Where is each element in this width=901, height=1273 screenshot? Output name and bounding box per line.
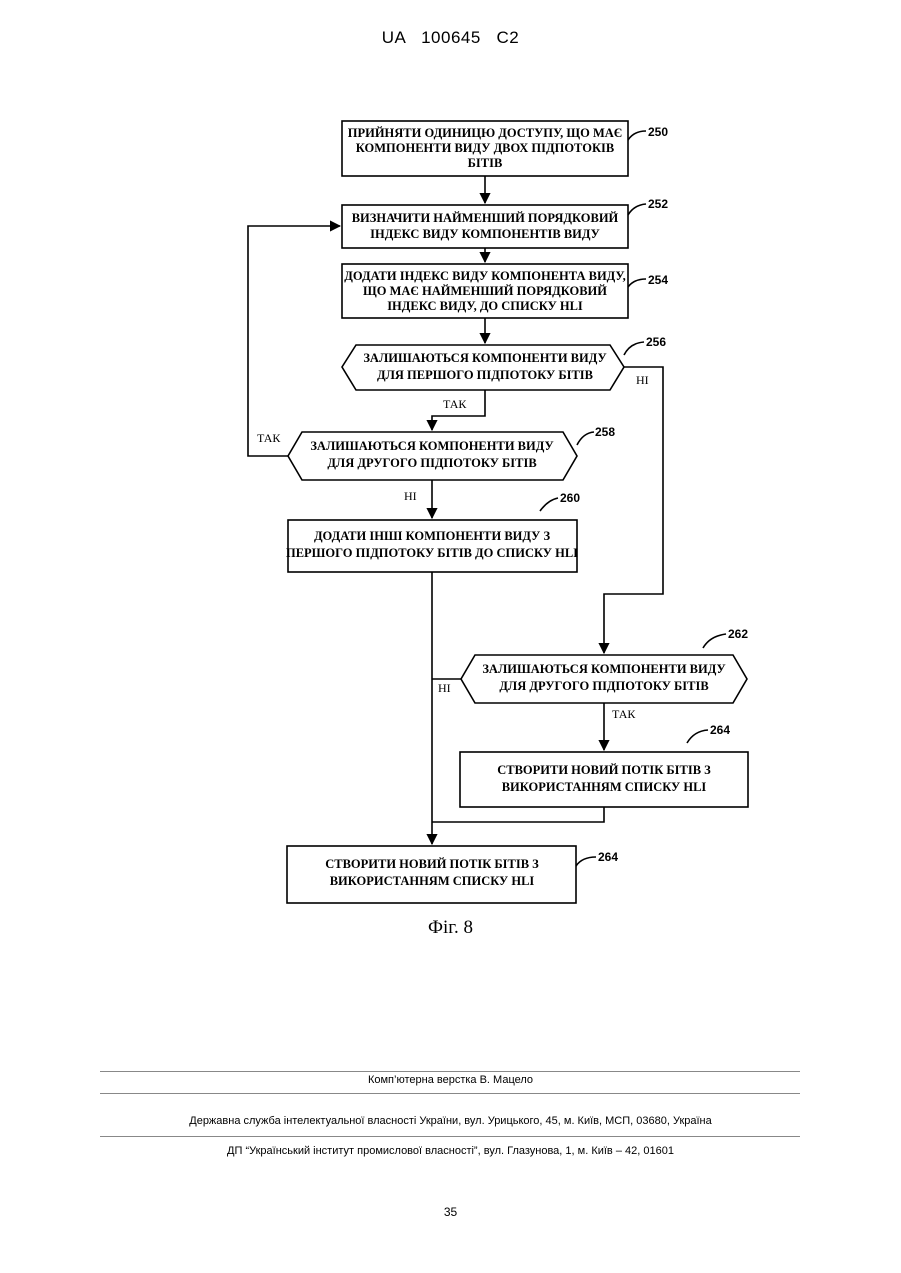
figure-caption: Фіг. 8 (0, 917, 901, 939)
step-258-line-1: ЗАЛИШАЮТЬСЯ КОМПОНЕНТИ ВИДУ (310, 439, 553, 453)
flowchart: ПРИЙНЯТИ ОДИНИЦЮ ДОСТУПУ, ЩО МАЄ КОМПОНЕ… (0, 0, 901, 960)
step-256-line-1: ЗАЛИШАЮТЬСЯ КОМПОНЕНТИ ВИДУ (363, 351, 606, 365)
footer-divider-2 (100, 1093, 800, 1094)
ref-256: 256 (646, 335, 666, 349)
ref-264-right: 264 (710, 723, 730, 737)
footer-divider-3 (100, 1136, 800, 1137)
step-264-right-line-1: СТВОРИТИ НОВИЙ ПОТІК БІТІВ З (497, 763, 711, 777)
ref-262: 262 (728, 627, 748, 641)
step-256-line-2: ДЛЯ ПЕРШОГО ПІДПОТОКУ БІТІВ (377, 368, 593, 382)
step-250-line-1: ПРИЙНЯТИ ОДИНИЦЮ ДОСТУПУ, ЩО МАЄ (348, 126, 623, 140)
institute-address: ДП “Український інститут промислової вла… (0, 1145, 901, 1157)
ref-252: 252 (648, 197, 668, 211)
step-254-line-2: ЩО МАЄ НАЙМЕНШИЙ ПОРЯДКОВИЙ (363, 284, 607, 298)
step-262-line-1: ЗАЛИШАЮТЬСЯ КОМПОНЕНТИ ВИДУ (482, 662, 725, 676)
step-254-line-3: ІНДЕКС ВИДУ, ДО СПИСКУ HLI (387, 299, 583, 313)
agency-address: Державна служба інтелектуальної власност… (0, 1115, 901, 1127)
step-260-line-1: ДОДАТИ ІНШІ КОМПОНЕНТИ ВИДУ З (314, 529, 551, 543)
ref-264-bottom: 264 (598, 850, 618, 864)
branch-258-yes-label: ТАК (257, 431, 281, 445)
ref-260: 260 (560, 491, 580, 505)
step-252-line-2: ІНДЕКС ВИДУ КОМПОНЕНТІВ ВИДУ (370, 227, 600, 241)
step-262-line-2: ДЛЯ ДРУГОГО ПІДПОТОКУ БІТІВ (499, 679, 708, 693)
flow-connectors (248, 131, 726, 866)
ref-250: 250 (648, 125, 668, 139)
step-252-line-1: ВИЗНАЧИТИ НАЙМЕНШИЙ ПОРЯДКОВИЙ (352, 211, 619, 225)
page-number: 35 (0, 1205, 901, 1219)
step-258-line-2: ДЛЯ ДРУГОГО ПІДПОТОКУ БІТІВ (327, 456, 536, 470)
branch-258-no-label: НІ (404, 489, 417, 503)
step-250-line-2: КОМПОНЕНТИ ВИДУ ДВОХ ПІДПОТОКІВ (356, 141, 614, 155)
step-260-line-2: ПЕРШОГО ПІДПОТОКУ БІТІВ ДО СПИСКУ HLI (286, 546, 578, 560)
step-264-bottom-line-1: СТВОРИТИ НОВИЙ ПОТІК БІТІВ З (325, 857, 539, 871)
step-264-bottom-line-2: ВИКОРИСТАННЯМ СПИСКУ HLI (330, 874, 535, 888)
branch-256-no-label: НІ (636, 373, 649, 387)
footer-divider-1 (100, 1071, 800, 1072)
step-264-right-line-2: ВИКОРИСТАННЯМ СПИСКУ HLI (502, 780, 707, 794)
step-250-line-3: БІТІВ (468, 156, 503, 170)
step-254-line-1: ДОДАТИ ІНДЕКС ВИДУ КОМПОНЕНТА ВИДУ, (344, 269, 625, 283)
branch-262-no-label: НІ (438, 681, 451, 695)
layout-credit: Комп’ютерна верстка В. Мацело (0, 1074, 901, 1086)
ref-254: 254 (648, 273, 668, 287)
branch-256-yes-label: ТАК (443, 397, 467, 411)
branch-262-yes-label: ТАК (612, 707, 636, 721)
ref-258: 258 (595, 425, 615, 439)
